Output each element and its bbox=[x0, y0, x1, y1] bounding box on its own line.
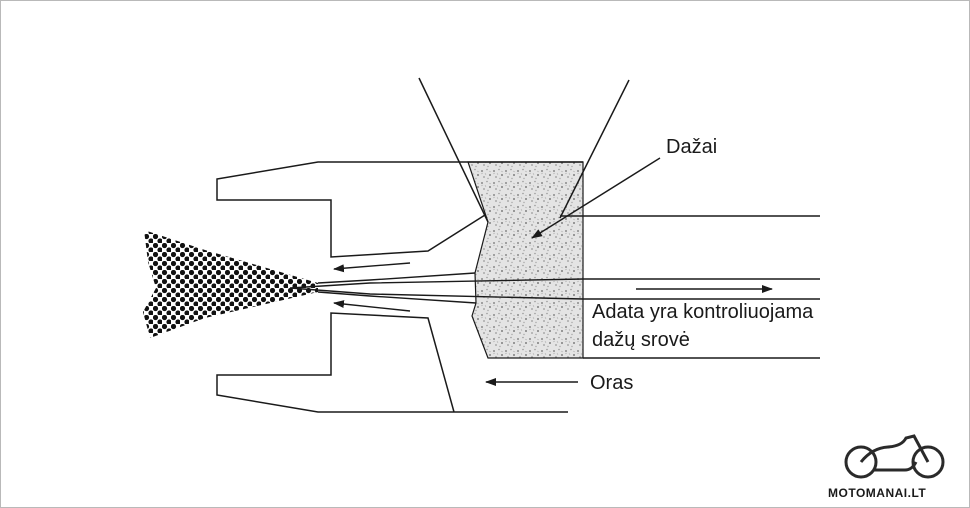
air-arrow-lower bbox=[333, 300, 411, 312]
spray-cone bbox=[143, 230, 318, 338]
lower-nozzle-body bbox=[216, 312, 568, 413]
needle-label-line1: Adata yra kontroliuojama bbox=[592, 301, 814, 323]
paint-passage-lower bbox=[317, 291, 477, 304]
needle bbox=[289, 278, 820, 300]
paint-hopper bbox=[418, 77, 489, 223]
paint-passage-upper bbox=[317, 272, 476, 284]
paint-pointer-arrow bbox=[531, 157, 661, 239]
air-label: Oras bbox=[590, 372, 634, 394]
needle-label-line2: dažų srovė bbox=[592, 329, 690, 351]
site-logo-text: MOTOMANAI.LT bbox=[828, 486, 927, 500]
paint-label: Dažai bbox=[666, 136, 718, 158]
motorcycle-icon bbox=[844, 434, 945, 479]
paint-hopper-right bbox=[559, 79, 630, 219]
paint-chamber bbox=[467, 161, 584, 359]
upper-nozzle-body bbox=[216, 161, 583, 258]
air-arrow-upper bbox=[333, 262, 411, 273]
